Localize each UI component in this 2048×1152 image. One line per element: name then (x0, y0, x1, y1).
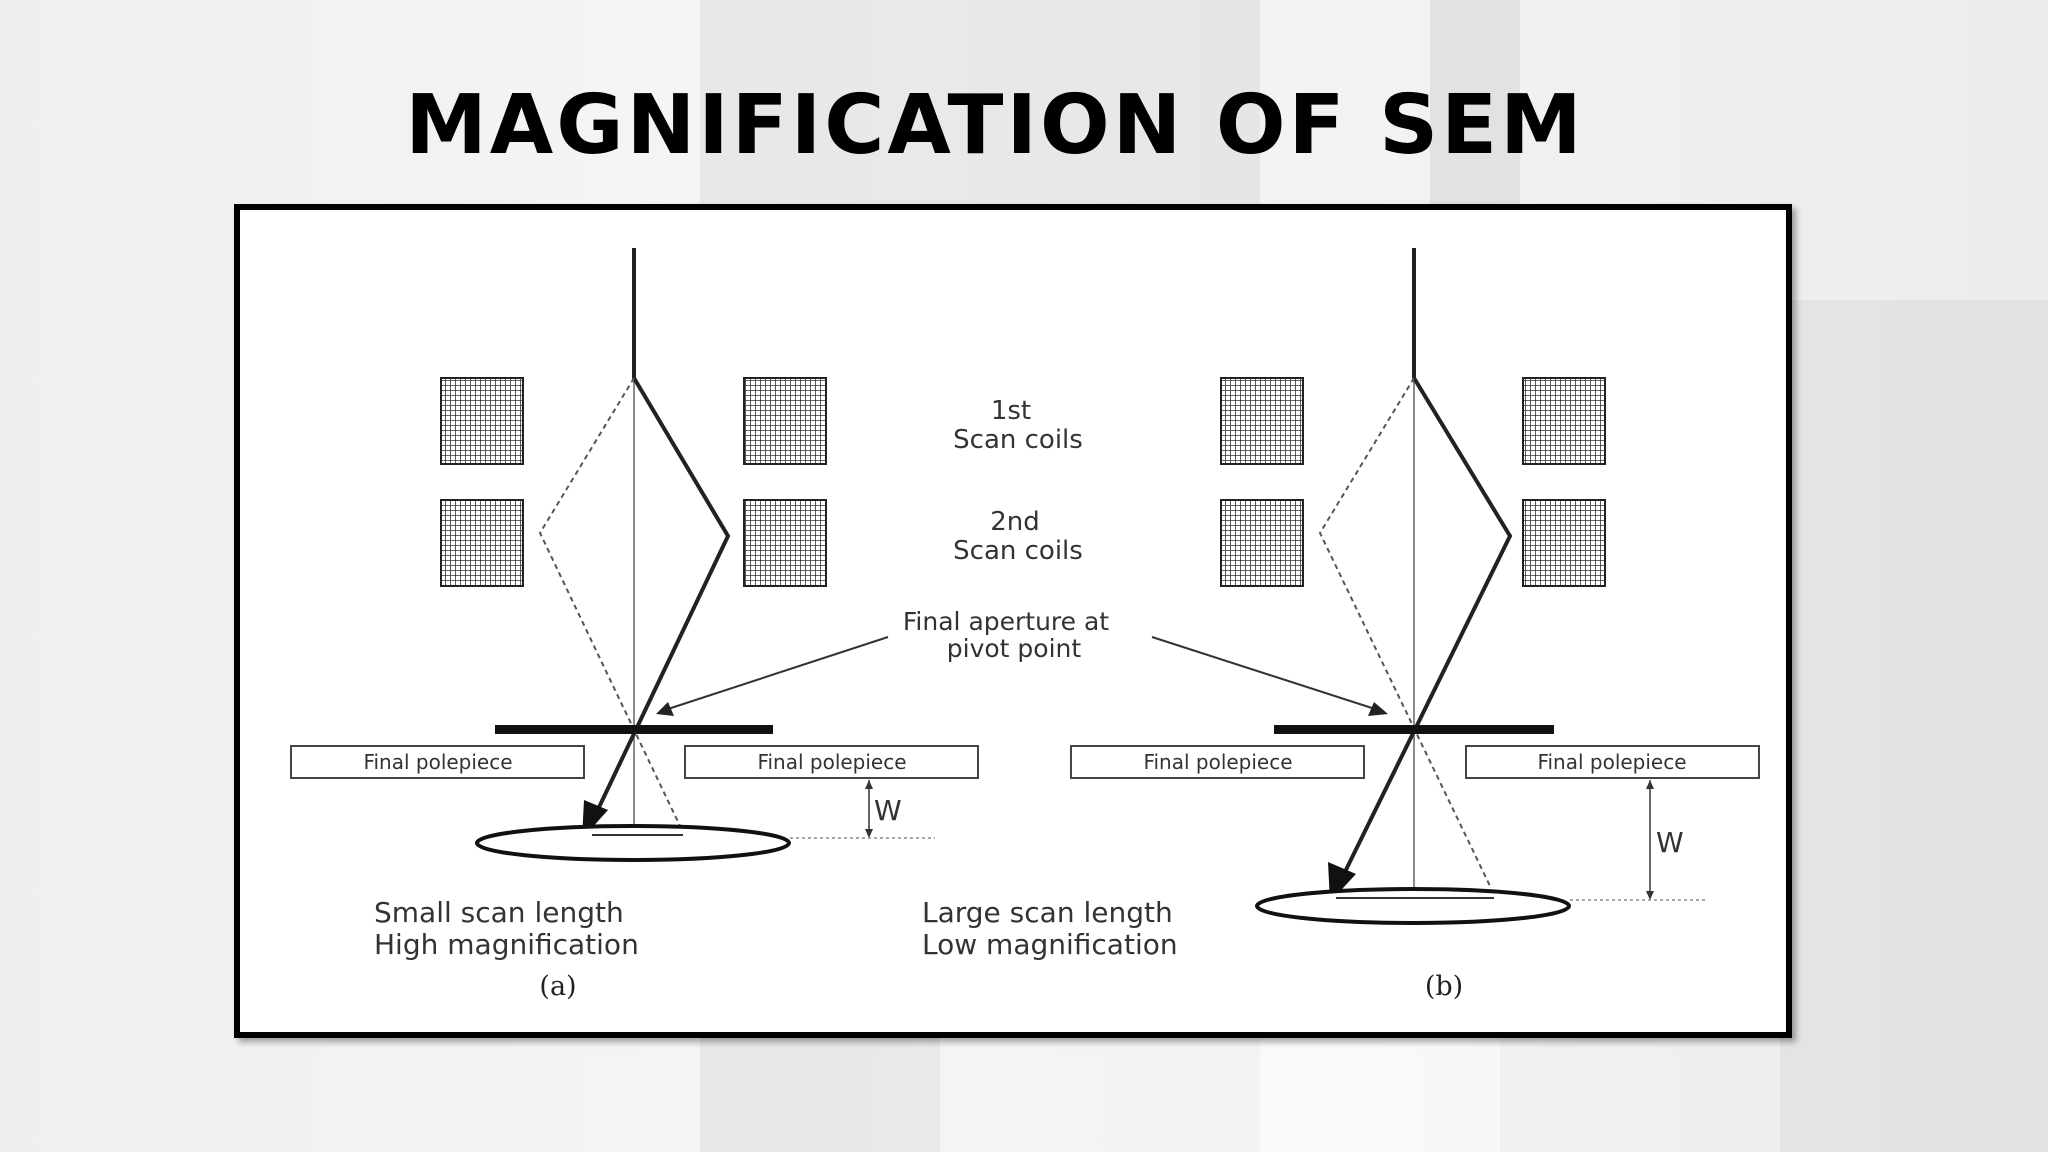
scan-coil (1220, 499, 1304, 587)
w-arrow-bottom (865, 829, 873, 838)
aperture-pointer-head (1368, 702, 1388, 716)
aperture-plate (1274, 725, 1554, 734)
specimen-disc (475, 824, 791, 862)
scan-coil (440, 377, 524, 465)
aperture-label: Final aperture at (903, 607, 1109, 636)
scan-coils-1-label: Scan coils (953, 425, 1083, 455)
electron-beam (1338, 248, 1513, 883)
panel-a-label: (a) (539, 971, 576, 1002)
polepiece-label: Final polepiece (757, 750, 906, 774)
polepiece-box (1465, 745, 1760, 779)
scan-coil (743, 377, 827, 465)
dotted-beam (1318, 377, 1491, 887)
polepiece-label: Final polepiece (1143, 750, 1292, 774)
w-arrow-top (865, 780, 873, 789)
caption-a: High magnification (374, 928, 639, 961)
w-label: W (874, 794, 902, 827)
aperture-plate (495, 725, 773, 734)
scan-coil (1522, 499, 1606, 587)
background-shape (940, 1030, 1500, 1152)
polepiece-box (684, 745, 979, 779)
scan-coils-2-label: Scan coils (953, 536, 1083, 566)
polepiece-box (290, 745, 585, 779)
slide-title: MAGNIFICATION OF SEM (405, 78, 1585, 173)
background-shape (1780, 300, 2048, 1152)
scan-coil (440, 499, 524, 587)
scan-coils-1-label: 1st (991, 396, 1031, 426)
scan-coil (743, 499, 827, 587)
scan-coils-2-label: 2nd (990, 507, 1040, 537)
caption-b: Large scan length (922, 896, 1173, 929)
polepiece-box (1070, 745, 1365, 779)
panel-b-label: (b) (1425, 971, 1463, 1002)
electron-beam (590, 248, 731, 823)
aperture-pointer (667, 636, 889, 710)
panel-a (290, 248, 979, 862)
aperture-pointer-head (656, 702, 674, 716)
w-label: W (1656, 826, 1684, 859)
scan-coil (1522, 377, 1606, 465)
aperture-label: pivot point (947, 634, 1082, 663)
aperture-pointer (1151, 636, 1376, 710)
polepiece-label: Final polepiece (363, 750, 512, 774)
w-arrow-bottom (1646, 891, 1654, 900)
panel-b (1070, 248, 1760, 925)
polepiece-label: Final polepiece (1537, 750, 1686, 774)
caption-a: Small scan length (374, 896, 624, 929)
w-arrow-top (1646, 780, 1654, 789)
specimen-disc (1255, 887, 1571, 925)
scan-coil (1220, 377, 1304, 465)
caption-b: Low magnification (922, 928, 1178, 961)
